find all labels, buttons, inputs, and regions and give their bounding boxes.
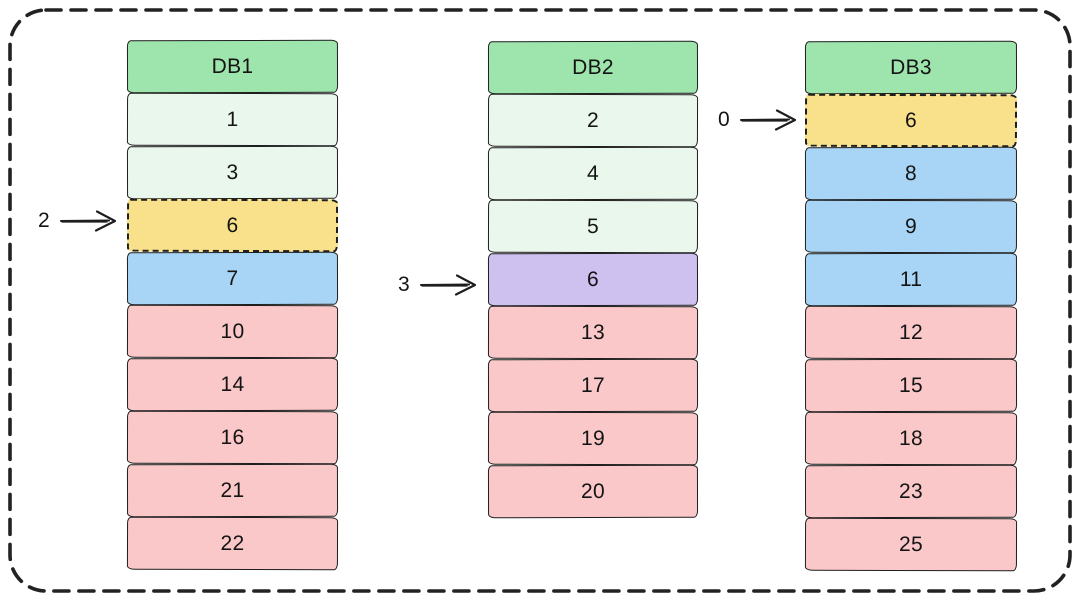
pointer-db2-label: 3 xyxy=(398,273,410,296)
db1-cell-21: 21 xyxy=(126,463,339,518)
arrow-right-icon xyxy=(59,210,116,232)
db3-cell-25: 25 xyxy=(804,517,1018,572)
pointer-db3: 0 xyxy=(718,106,797,134)
db3-cell-9: 9 xyxy=(804,199,1018,254)
db3-cell-12: 12 xyxy=(804,305,1018,360)
pointer-db3-label: 0 xyxy=(718,108,730,131)
db2-header: DB2 xyxy=(487,40,699,95)
db2-cell-6: 6 xyxy=(487,252,699,307)
db3-header: DB3 xyxy=(804,40,1018,95)
arrow-right-icon xyxy=(739,109,796,131)
pointer-db1: 2 xyxy=(38,207,117,235)
db2-cell-2: 2 xyxy=(487,93,699,148)
db2-cell-20: 20 xyxy=(487,464,699,519)
db1-cell-14: 14 xyxy=(126,357,339,412)
db3-cell-6: 6 xyxy=(804,93,1018,148)
db1-cell-6: 6 xyxy=(126,198,339,253)
pointer-db2: 3 xyxy=(398,271,477,299)
db1-cell-1: 1 xyxy=(126,92,339,147)
db2-cell-4: 4 xyxy=(487,146,699,201)
db3-cell-23: 23 xyxy=(804,464,1018,519)
db3-cell-11: 11 xyxy=(804,252,1018,307)
db2-cell-5: 5 xyxy=(487,199,699,254)
db1-header: DB1 xyxy=(126,39,339,94)
db1-cell-22: 22 xyxy=(126,516,339,571)
db1-cell-7: 7 xyxy=(126,251,339,306)
pointer-db1-label: 2 xyxy=(38,209,50,232)
db2-cell-13: 13 xyxy=(487,305,699,360)
arrow-right-icon xyxy=(419,274,476,296)
db2-cell-17: 17 xyxy=(487,358,699,413)
db1-cell-10: 10 xyxy=(126,304,339,359)
db3-cell-8: 8 xyxy=(804,146,1018,201)
db1-cell-3: 3 xyxy=(126,145,339,200)
db3-cell-15: 15 xyxy=(804,358,1018,413)
db1-cell-16: 16 xyxy=(126,410,339,465)
db2-cell-19: 19 xyxy=(487,411,699,466)
db3-cell-18: 18 xyxy=(804,411,1018,466)
